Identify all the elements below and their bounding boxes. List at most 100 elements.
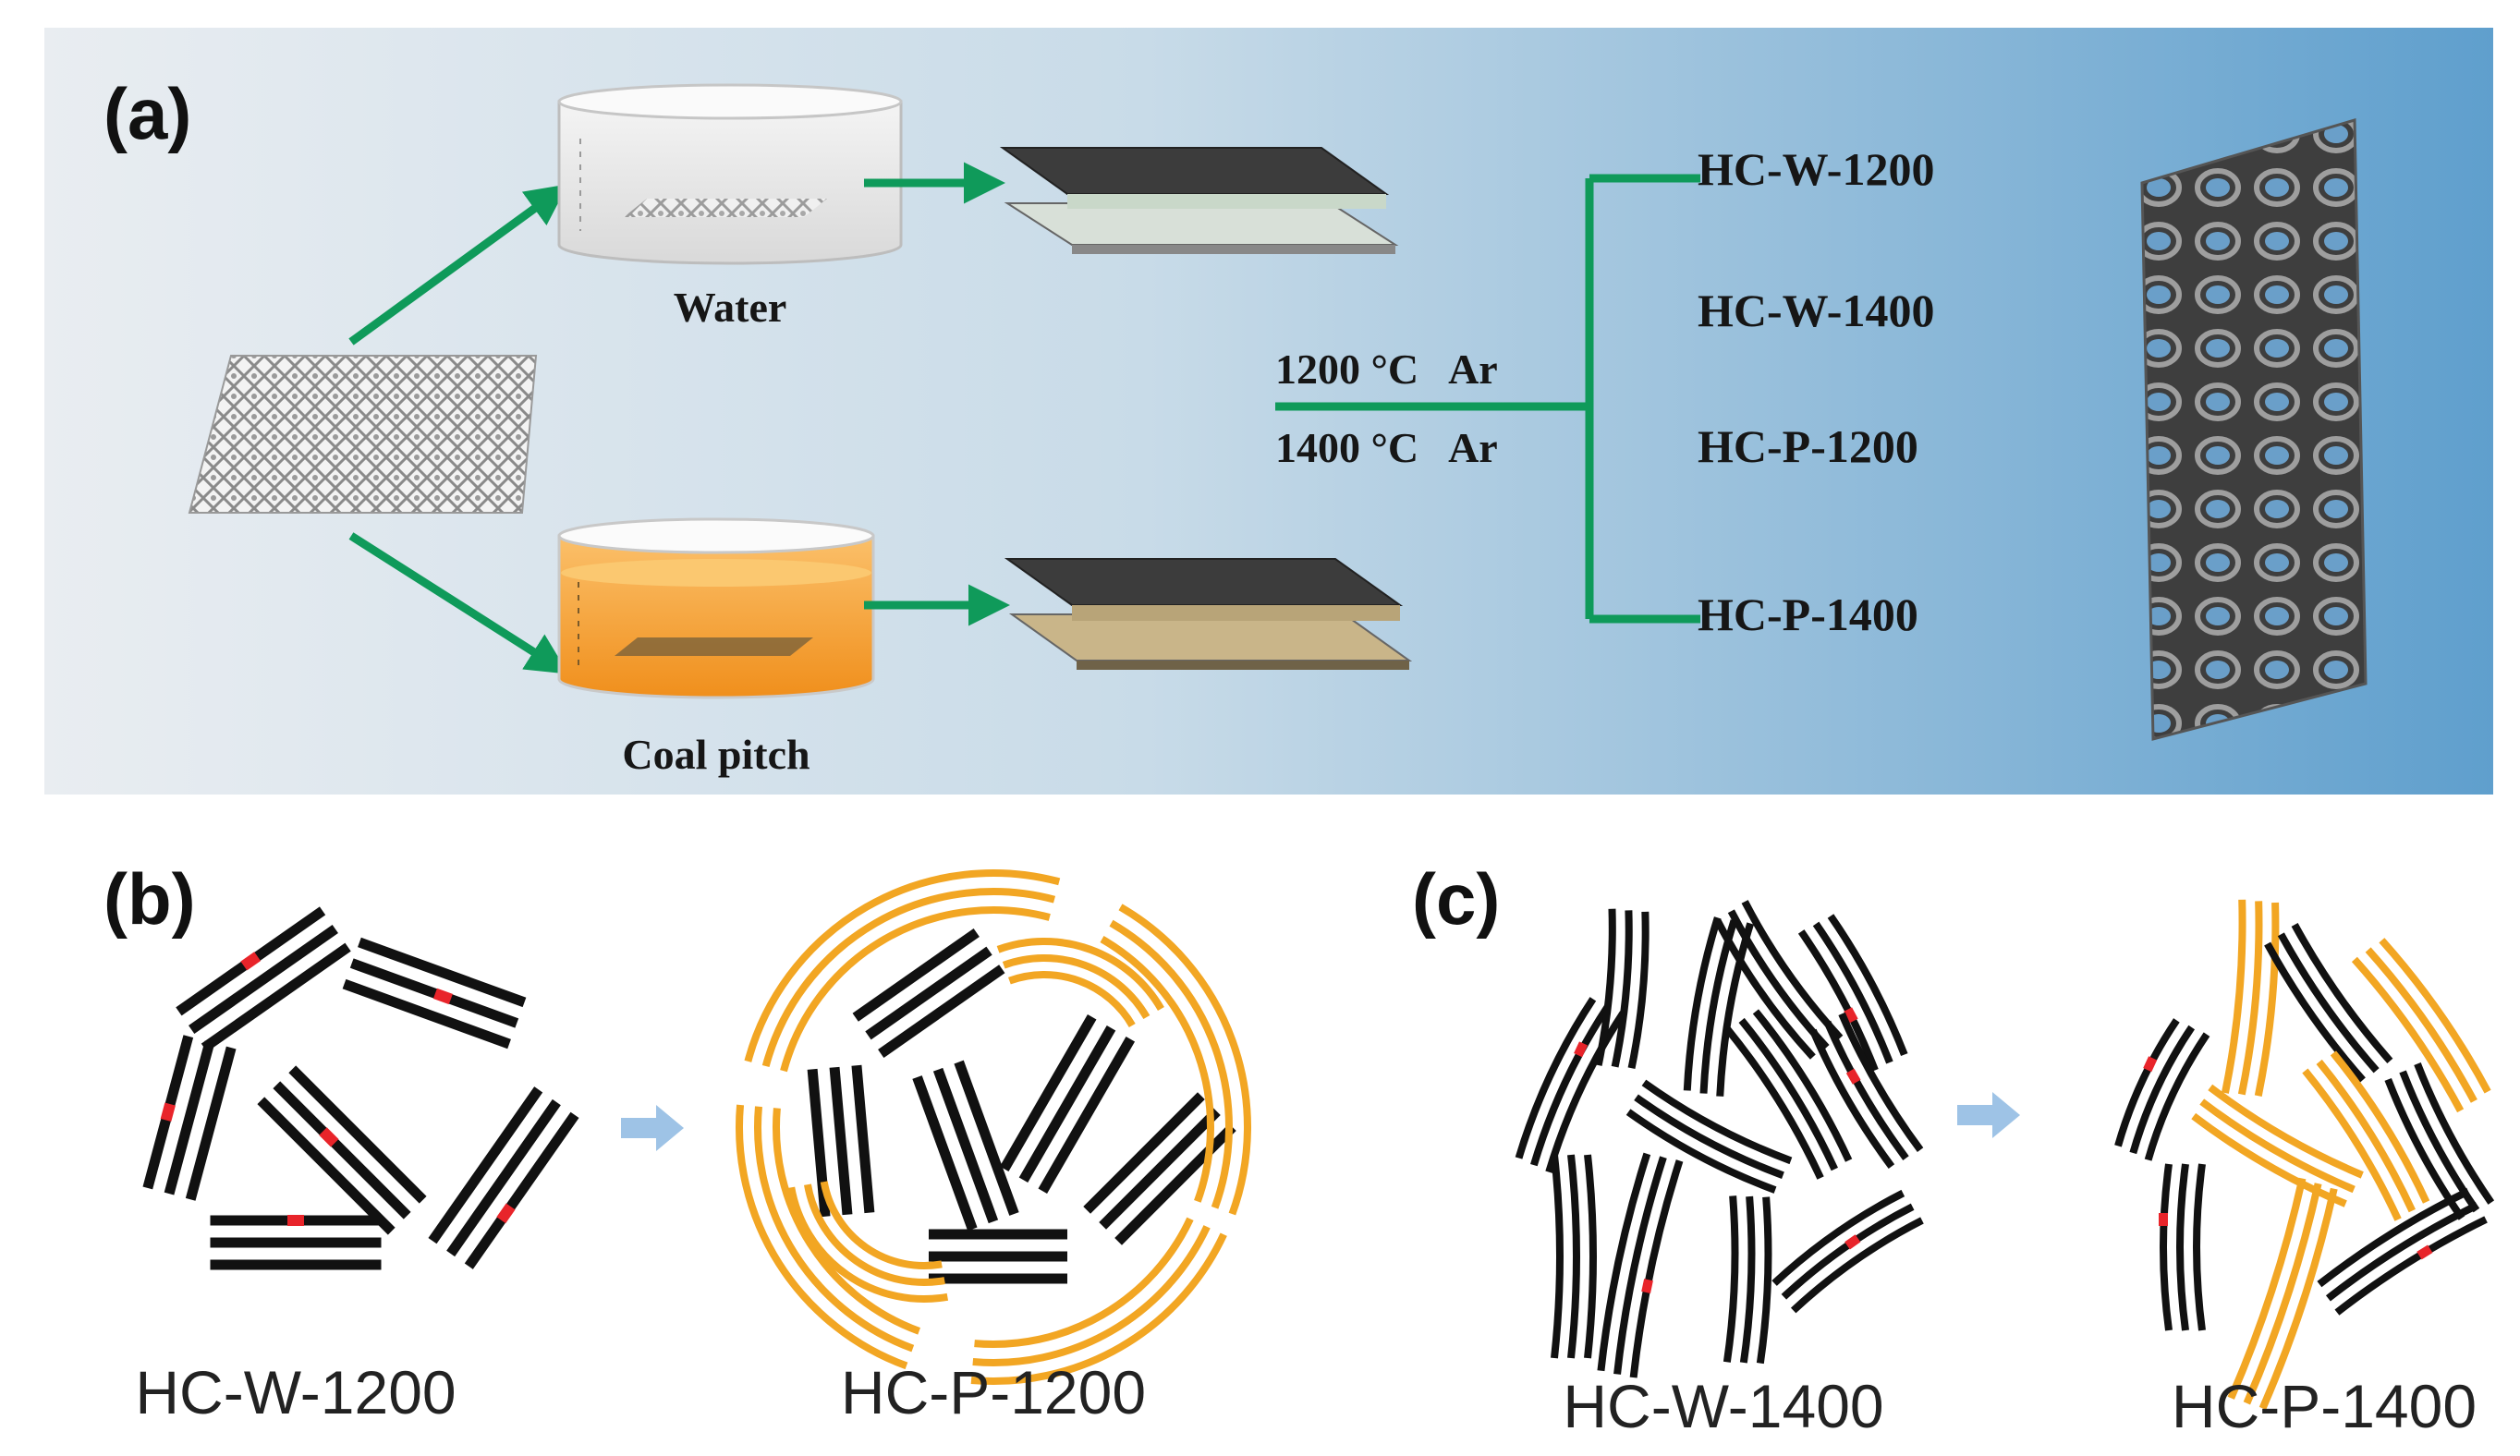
curved-layer-stack xyxy=(2227,1177,2338,1411)
curved-layer xyxy=(1627,911,1650,1070)
arrow-to-pitch xyxy=(348,532,569,674)
graphitic-layer xyxy=(446,1098,561,1257)
curved-layer-stack xyxy=(1683,916,1755,1097)
hc-p-1400-microstructure xyxy=(2114,899,2495,1411)
graphitic-layer xyxy=(851,1064,875,1214)
curved-layer xyxy=(2264,941,2366,1083)
curved-layer xyxy=(2193,1163,2206,1331)
pitch-arc-layer xyxy=(972,1225,1211,1366)
curved-layer xyxy=(2302,1068,2402,1221)
hc-w-1200-microstructure xyxy=(142,906,579,1270)
curved-layer xyxy=(1634,1094,1784,1180)
coal-pitch-label: Coal pitch xyxy=(622,731,810,778)
panel-b-arrow xyxy=(621,1105,684,1151)
curved-layer-stack xyxy=(2351,938,2491,1113)
curved-layer xyxy=(2316,1059,2416,1213)
graphitic-layer xyxy=(999,1013,1097,1172)
graphitic-layer-stack xyxy=(929,1229,1067,1284)
defect-mark xyxy=(2417,1244,2433,1260)
defect-mark xyxy=(319,1127,339,1147)
curved-layer xyxy=(2129,1025,2196,1155)
pitch-coating-arc xyxy=(736,1104,920,1370)
defect-mark xyxy=(1574,1041,1589,1058)
pitch-arc-layer xyxy=(1100,936,1214,1203)
curved-layer-stack xyxy=(1771,1189,1924,1314)
graphitic-layer xyxy=(428,1086,543,1244)
curved-layer xyxy=(2208,1084,2364,1179)
curved-layer-stack xyxy=(1551,1154,1597,1359)
graphitic-layer xyxy=(932,1067,999,1224)
pitch-arc-layer xyxy=(1109,919,1233,1209)
curved-layer xyxy=(1530,1003,1612,1167)
condition-1200: 1200 °C Ar xyxy=(1275,346,1498,393)
water-label: Water xyxy=(674,284,787,331)
carbon-lattice-icon xyxy=(2140,118,2368,741)
graphitic-layer-stack xyxy=(807,1064,875,1218)
defect-mark xyxy=(1845,1068,1861,1085)
graphitic-layer xyxy=(1083,1092,1205,1214)
curved-layer xyxy=(2144,1032,2210,1161)
graphitic-layer-stack xyxy=(257,1065,427,1235)
curved-layer xyxy=(1771,1189,1905,1286)
curved-layer xyxy=(1723,1195,1739,1363)
curved-layer xyxy=(2334,1216,2488,1316)
graphitic-layer xyxy=(865,946,992,1040)
graphitic-layer xyxy=(1038,1036,1136,1195)
defect-mark xyxy=(1844,1007,1858,1024)
panel-b-label: (b) xyxy=(103,858,196,940)
curved-layer xyxy=(1515,997,1597,1159)
graphitic-layer xyxy=(257,1097,396,1235)
product-hc-p-1400: HC-P-1400 xyxy=(1698,588,1918,640)
graphitic-layer-stack xyxy=(852,928,1005,1059)
curved-layer xyxy=(2258,1187,2338,1411)
pitch-coating-arc xyxy=(787,1181,949,1303)
curved-layer-stack xyxy=(2302,1050,2430,1221)
condition-1400: 1400 °C Ar xyxy=(1275,424,1498,471)
curved-layer xyxy=(2379,938,2491,1094)
defect-mark xyxy=(287,1215,304,1226)
defect-mark xyxy=(2143,1056,2158,1073)
curved-layer xyxy=(2227,1177,2307,1400)
curved-layer-stack xyxy=(2221,899,2280,1097)
hc-p-1200-microstructure xyxy=(736,869,1252,1385)
mesh-precursor-icon xyxy=(188,355,538,514)
curved-layer xyxy=(1790,1217,1924,1314)
graphitic-layer-stack xyxy=(142,1035,237,1201)
defect-mark xyxy=(2159,1213,2168,1226)
graphitic-layer-stack xyxy=(999,1013,1136,1195)
graphitic-layer xyxy=(954,1060,1019,1216)
panel-c-arrow xyxy=(1957,1092,2020,1138)
pitch-arc-layer xyxy=(754,1106,915,1353)
curved-layer-stack xyxy=(2384,1062,2495,1220)
pitch-arc-layer xyxy=(744,869,1061,1062)
curved-layer xyxy=(1597,1152,1651,1372)
graphitic-layer xyxy=(1018,1025,1116,1183)
curved-layer xyxy=(1739,1195,1756,1364)
panel-b: (b) HC-W-1200 HC-P-1200 xyxy=(103,858,1252,1426)
curved-layer-stack xyxy=(1515,997,1626,1173)
graphitic-layer xyxy=(164,1040,215,1195)
curved-layer xyxy=(2254,902,2280,1097)
graphitic-layer xyxy=(852,928,980,1022)
curved-layer xyxy=(1613,1156,1667,1375)
graphitic-layer-stack xyxy=(428,1086,579,1269)
curved-layer xyxy=(1641,1079,1793,1165)
graphitic-layer xyxy=(464,1111,579,1269)
pitch-arc-layer xyxy=(1008,971,1136,1028)
curved-layer xyxy=(2351,956,2465,1113)
pitch-arc-layer xyxy=(970,1232,1227,1385)
curved-layer xyxy=(1797,929,1879,1072)
arrow-to-water xyxy=(348,184,568,346)
coal-pitch-beaker-icon xyxy=(557,517,875,699)
curved-layer-stack xyxy=(2191,1084,2364,1207)
curved-layer xyxy=(1625,1109,1777,1194)
panel-c: (c) HC-W-1400 HC-P-1400 xyxy=(1412,858,2495,1440)
curved-layer xyxy=(1809,1028,1895,1170)
curved-layer xyxy=(1629,1159,1684,1378)
curved-layer xyxy=(2330,1050,2430,1204)
curved-layer-stack xyxy=(2317,1187,2488,1316)
pitch-arc-layer xyxy=(974,1217,1194,1348)
pitch-arc-layer xyxy=(1118,904,1252,1216)
curved-layer xyxy=(1594,908,1616,1066)
